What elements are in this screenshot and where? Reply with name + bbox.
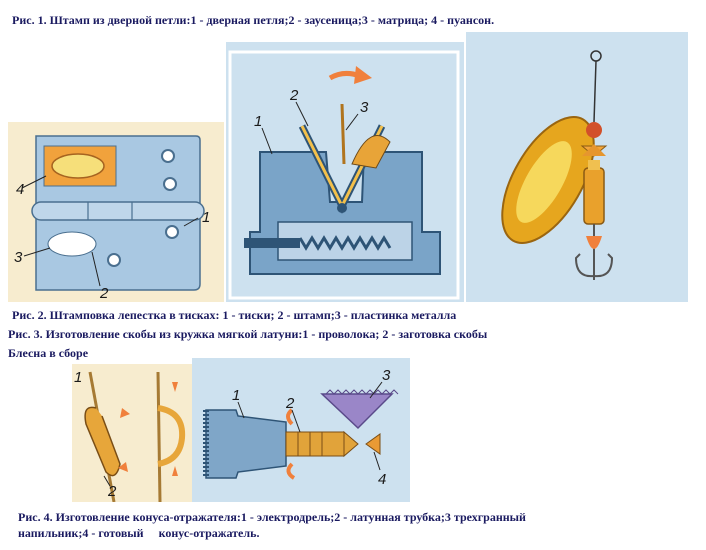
spinner-caption: Блесна в сборе — [8, 346, 89, 360]
cone-label-1: 1 — [232, 387, 240, 404]
fig4-caption-line1: Рис. 4. Изготовление конуса-отражателя:1… — [18, 510, 526, 524]
cone-label-4: 4 — [378, 471, 386, 488]
vise-label-3: 3 — [360, 99, 369, 116]
bracket-label-1: 1 — [74, 369, 82, 386]
vise-label-1: 1 — [254, 113, 262, 130]
vise-label-2: 2 — [289, 87, 299, 104]
hinge-label-4: 4 — [16, 181, 24, 198]
fig2-vise-panel: 1 2 3 — [226, 42, 464, 302]
fig2-caption: Рис. 2. Штамповка лепестка в тисках: 1 -… — [12, 308, 457, 322]
fig3-caption: Рис. 3. Изготовление скобы из кружка мяг… — [8, 327, 488, 341]
hinge-label-2: 2 — [99, 285, 109, 302]
fig4-cone-panel: 1 2 3 4 — [192, 358, 410, 502]
fig3-bracket-panel: 1 2 — [72, 364, 192, 502]
bracket-label-2: 2 — [107, 483, 117, 500]
spinner-assembly-panel — [466, 32, 688, 302]
hinge-label-3: 3 — [14, 249, 23, 266]
fig1-hinge-panel: 4 3 2 1 — [8, 122, 224, 302]
hinge-label-1: 1 — [202, 209, 210, 226]
vise-screw — [244, 235, 392, 251]
cone-label-3: 3 — [382, 367, 391, 384]
fig4-caption-line2: напильник;4 - готовый конус-отражатель. — [18, 526, 260, 540]
treble-hook-icon — [574, 224, 614, 280]
fig1-caption: Рис. 1. Штамп из дверной петли:1 - дверн… — [12, 13, 495, 27]
cone-label-2: 2 — [285, 395, 295, 412]
